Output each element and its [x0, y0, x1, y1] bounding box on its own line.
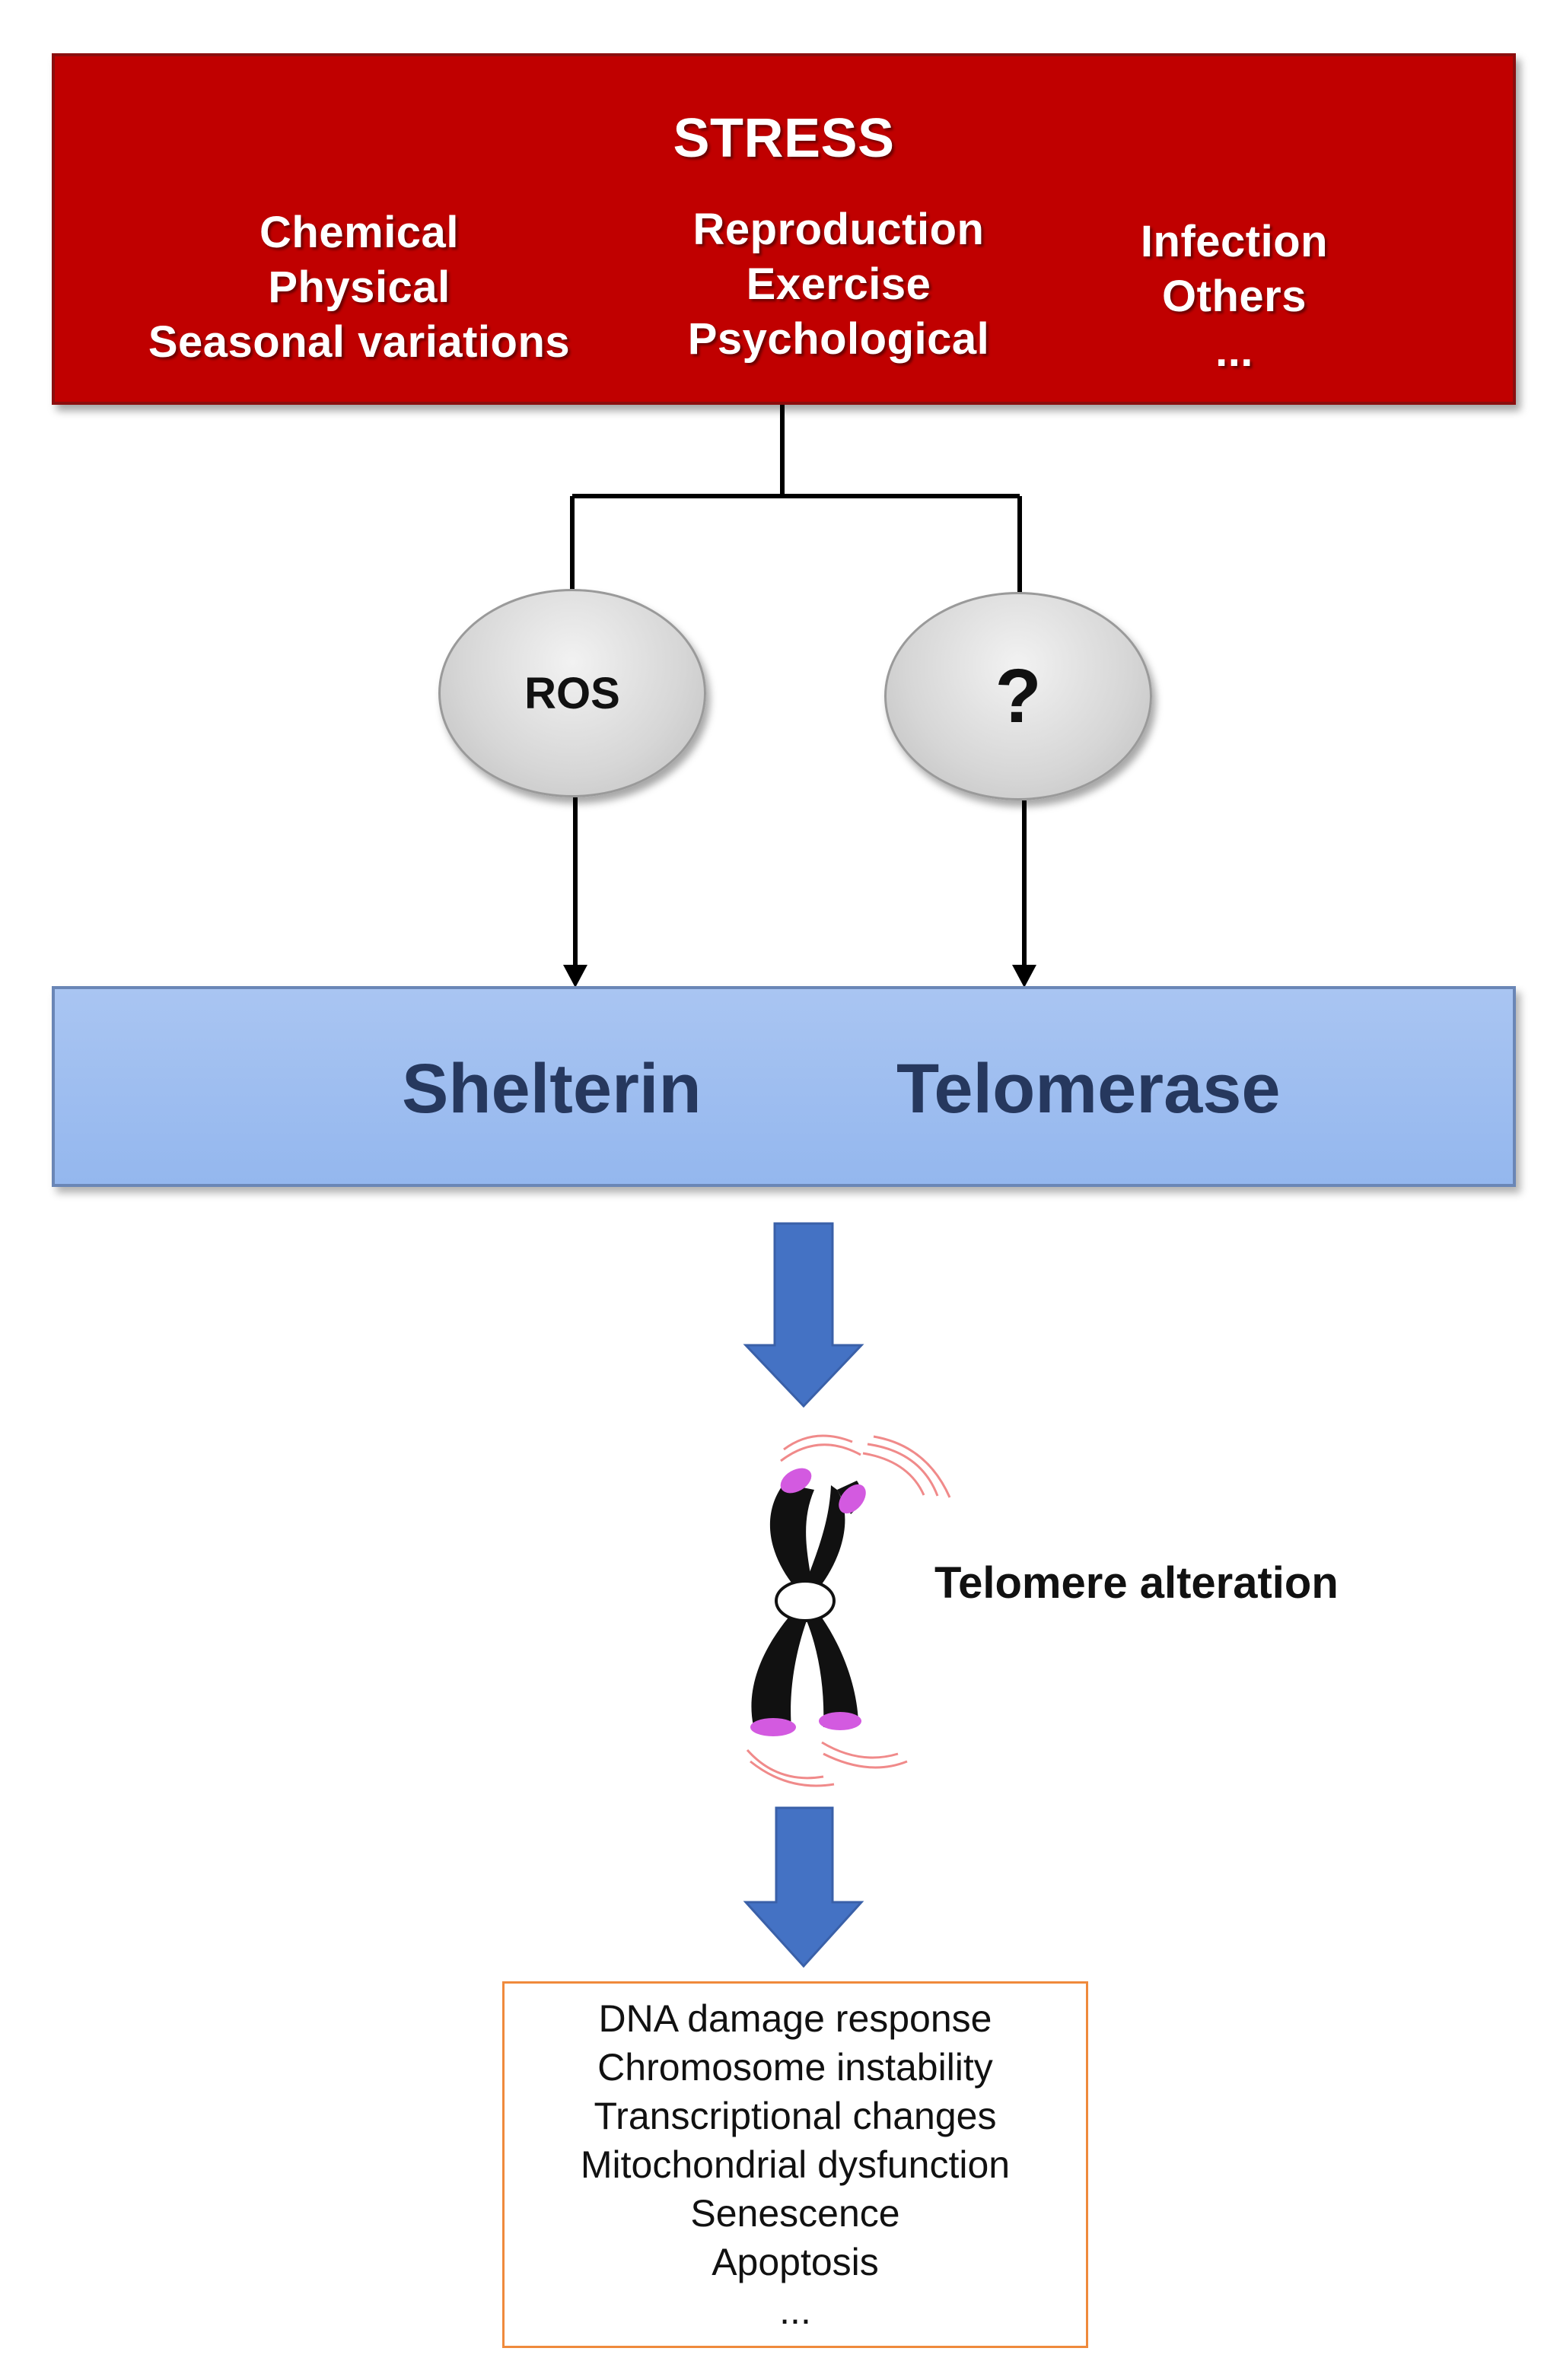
down-arrow-1-icon	[743, 1222, 864, 1408]
telomere-alteration-label: Telomere alteration	[934, 1558, 1339, 1608]
stress-factor: Chemical	[259, 208, 459, 257]
shelterin-label: Shelterin	[402, 1050, 702, 1128]
stress-factor: Infection	[1140, 217, 1329, 266]
outcome-item: Senescence	[690, 2192, 900, 2235]
outcome-item: Mitochondrial dysfunction	[580, 2143, 1011, 2186]
stress-factor: ...	[1215, 326, 1253, 376]
outcome-item: Apoptosis	[712, 2241, 879, 2283]
stress-split-connector	[570, 405, 1022, 593]
stress-factors-column-1: Chemical Physical Seasonal variations	[78, 205, 641, 370]
stress-factor: Reproduction	[692, 205, 985, 254]
stress-factor: Exercise	[746, 259, 931, 309]
outcome-item: Transcriptional changes	[594, 2095, 997, 2137]
telomerase-label: Telomerase	[896, 1050, 1281, 1128]
stress-factor: Others	[1162, 272, 1307, 321]
unknown-to-telomerase-arrow	[1012, 800, 1036, 988]
outcome-item: DNA damage response	[598, 1997, 992, 2040]
stress-factors-column-2: Reproduction Exercise Psychological	[580, 202, 1097, 367]
telomere-proteins-box: Shelterin Telomerase	[52, 986, 1516, 1187]
stress-factor: Physical	[268, 262, 450, 312]
unknown-mediator-node: ?	[884, 592, 1152, 800]
stress-factors-column-3: Infection Others ...	[1052, 215, 1417, 379]
outcome-item: Chromosome instability	[597, 2046, 993, 2089]
outcome-item: ...	[779, 2289, 811, 2332]
ros-to-shelterin-arrow	[563, 797, 587, 988]
stress-factor: Seasonal variations	[148, 317, 571, 367]
stress-box: STRESS Chemical Physical Seasonal variat…	[52, 53, 1516, 405]
down-arrow-2-icon	[743, 1806, 864, 1968]
outcomes-box: DNA damage response Chromosome instabili…	[502, 1981, 1088, 2348]
stress-title: STRESS	[673, 108, 895, 169]
stress-factor: Psychological	[687, 314, 990, 364]
ros-node: ROS	[438, 589, 706, 797]
chromosome-icon	[746, 1434, 951, 1787]
